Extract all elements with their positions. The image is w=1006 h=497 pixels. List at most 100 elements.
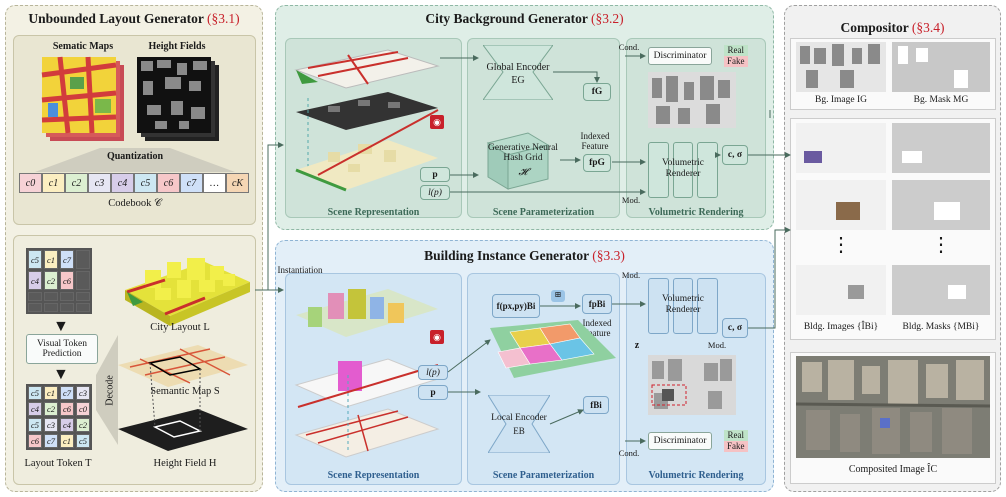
codebook-entry: c3 — [88, 173, 111, 193]
hash-grid-sub: 𝓗 — [518, 167, 528, 178]
compositor-ref: (§3.4) — [911, 20, 945, 35]
semantic-maps-image — [41, 56, 124, 141]
building-lp-box: l(p) — [418, 365, 448, 380]
city-mod-label: Mod. — [621, 195, 641, 205]
city-layout-label: City Layout L — [150, 322, 210, 333]
fB-pxpy-box: f(px,py)Bi — [492, 294, 540, 318]
bg-mask — [892, 42, 990, 92]
city-title-text: City Background Generator — [425, 11, 588, 26]
layout-token-cell: c4 — [60, 418, 74, 432]
bldg-mask-3 — [892, 265, 990, 315]
building-c-sigma-box: c, σ — [722, 318, 748, 338]
camera-icon: ◉ — [430, 115, 444, 129]
bldg-image-3 — [796, 265, 886, 315]
layout-token-cell — [28, 303, 42, 312]
instantiation-label: Instantiation — [277, 265, 323, 275]
city-fake-label: Fake — [724, 56, 748, 67]
building-mod-label-2: Mod. — [707, 340, 727, 350]
layout-token-cell: c4 — [28, 271, 42, 290]
bldg-images-ellipsis: ⋮ — [831, 234, 851, 256]
city-volumetric-renderer-label: Volumetric Renderer — [661, 158, 705, 179]
layout-token-cell — [44, 303, 58, 312]
building-p-box: p — [418, 385, 448, 400]
decode-funnel — [96, 335, 118, 445]
layout-token-cell: c1 — [60, 434, 74, 448]
local-encoder-shape — [488, 395, 550, 453]
building-renderer-bars — [648, 278, 719, 334]
city-indexed-feature-label: Indexed Feature — [580, 131, 610, 151]
fGp-box: fpG — [583, 154, 611, 172]
building-fake-label: Fake — [724, 441, 748, 452]
bldg-mask-1 — [892, 123, 990, 173]
city-real-fake: Real Fake — [724, 45, 748, 67]
layout-token-cell: c4 — [28, 402, 42, 416]
bg-image — [796, 42, 886, 92]
layout-token-cell: c7 — [44, 434, 58, 448]
bldg-masks-ellipsis: ⋮ — [931, 234, 951, 256]
fBp-box: fpBi — [582, 294, 612, 314]
semantic-map-label: Semantic Map S — [150, 386, 220, 397]
layout-token-cell — [76, 271, 90, 290]
global-encoder-label: Global Encoder — [486, 62, 550, 73]
layout-token-cell: c1 — [44, 386, 58, 400]
city-renderer-bars — [648, 142, 719, 198]
layout-token-cell: c1 — [44, 250, 58, 269]
city-scene-parameterization-caption: Scene Parameterization — [492, 207, 595, 218]
hash-grid-cube — [486, 132, 550, 190]
fB-box: fBi — [583, 396, 609, 414]
building-ref: (§3.3) — [592, 248, 625, 263]
layout-token-cell: c2 — [44, 271, 58, 290]
codebook-entry: c1 — [42, 173, 65, 193]
bldg-image-1 — [796, 123, 886, 173]
layout-token-cell: c3 — [44, 418, 58, 432]
building-mod-label: Mod. — [621, 270, 641, 280]
layout-token-cell: c5 — [76, 434, 90, 448]
city-layout-image — [125, 258, 250, 326]
quantization-label: Quantization — [106, 151, 164, 162]
city-real-label: Real — [724, 45, 748, 56]
city-scene-representation-image — [294, 49, 440, 192]
building-real-fake: Real Fake — [724, 430, 748, 452]
city-lp-box: l(p) — [420, 185, 450, 200]
layout-token-cell — [76, 303, 90, 312]
layout-token-cell: c5 — [28, 386, 42, 400]
layout-token-cell: c2 — [76, 418, 90, 432]
codebook-entry: c6 — [157, 173, 180, 193]
compositor-title-text: Compositor — [840, 20, 909, 35]
composited-label: Composited Image ÎC — [848, 464, 938, 475]
building-rendered-image — [648, 355, 736, 415]
city-p-box: p — [420, 167, 450, 182]
layout-token-cell — [60, 303, 74, 312]
layout-token-cell — [44, 292, 58, 301]
unbounded-title-text: Unbounded Layout Generator — [28, 11, 204, 26]
layout-token-cell: c6 — [28, 434, 42, 448]
bldg-masks-label: Bldg. Masks {MBi} — [902, 322, 980, 332]
height-fields-image — [137, 57, 219, 141]
z-label: z — [634, 340, 640, 351]
codebook-entry: c0 — [19, 173, 42, 193]
layout-token-cell — [60, 292, 74, 301]
local-encoder-label: Local Encoder — [491, 413, 547, 423]
codebook-entry: c4 — [111, 173, 134, 193]
codebook-entry: … — [203, 173, 226, 193]
building-scene-parameterization-caption: Scene Parameterization — [492, 470, 595, 481]
composited-image — [796, 356, 990, 458]
codebook-label: Codebook 𝒞 — [108, 198, 162, 209]
city-scene-representation-caption: Scene Representation — [327, 207, 420, 218]
arrow-down-icon: ▼ — [53, 318, 69, 335]
layout-token-cell: c5 — [28, 250, 42, 269]
quantization-funnel — [35, 148, 235, 172]
compositor-title: Compositor (§3.4) — [784, 20, 1001, 36]
codebook-entry: c7 — [180, 173, 203, 193]
layout-token-label: Layout Token T — [24, 458, 92, 469]
layout-token-cell: c7 — [60, 250, 74, 269]
bldg-mask-2 — [892, 180, 990, 230]
city-c-sigma-box: c, σ — [722, 145, 748, 165]
height-fields-label: Height Fields — [148, 41, 206, 52]
city-cond-label: Cond. — [618, 42, 640, 52]
city-ref: (§3.2) — [591, 11, 624, 26]
feature-grid-image — [490, 320, 616, 378]
